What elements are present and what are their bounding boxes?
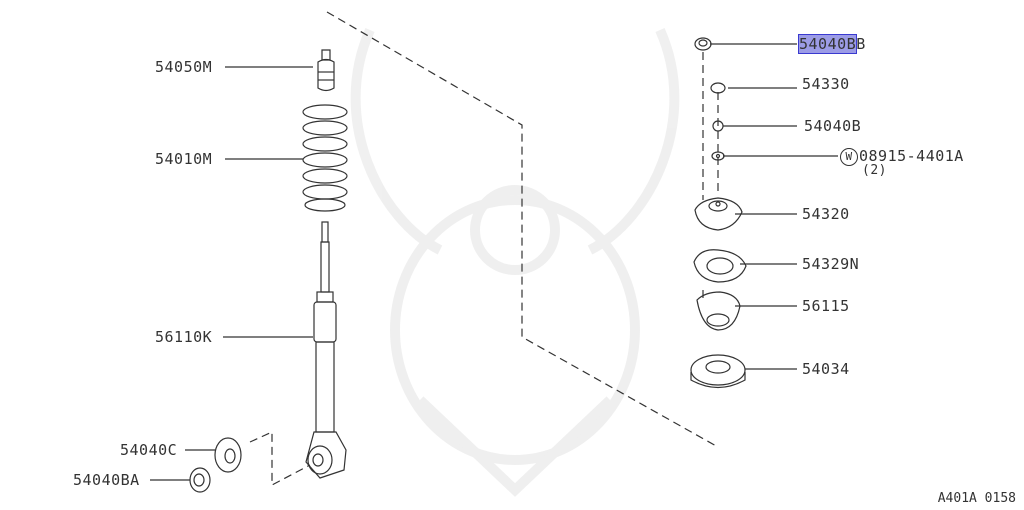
leader-lines — [150, 43, 838, 481]
callout-54040BA[interactable]: 54040BA — [73, 471, 140, 489]
callout-54040BB[interactable]: 54040BB — [797, 34, 866, 54]
diagram-code: A401A 0158 — [937, 491, 1016, 506]
callout-56115[interactable]: 56115 — [802, 297, 850, 315]
callout-54329N[interactable]: 54329N — [802, 255, 860, 273]
mount-54320 — [694, 197, 743, 231]
seat-56115 — [696, 290, 741, 331]
callout-highlight: 54040B — [797, 34, 858, 54]
callout-suffix: B — [856, 35, 866, 53]
callout-54330[interactable]: 54330 — [802, 75, 850, 93]
callout-text: 08915-4401A — [859, 147, 964, 165]
washer-symbol-icon: W — [840, 148, 858, 166]
nut-54040B — [712, 120, 724, 132]
callout-56110K[interactable]: 56110K — [155, 328, 213, 346]
nut-54040BB — [694, 37, 712, 51]
bump-stop-54050M — [317, 49, 335, 92]
cap-54330 — [710, 82, 726, 94]
callout-54010M[interactable]: 54010M — [155, 150, 213, 168]
callout-54320[interactable]: 54320 — [802, 205, 850, 223]
washer-54040C — [214, 437, 242, 473]
watermark-logo — [350, 27, 680, 497]
callout-54040B[interactable]: 54040B — [804, 117, 862, 135]
washer-08915-4401A — [711, 151, 725, 161]
nut-54040BA — [189, 467, 211, 493]
callout-54034[interactable]: 54034 — [802, 360, 850, 378]
callout-quantity: (2) — [862, 163, 887, 178]
callout-54050M[interactable]: 54050M — [155, 58, 213, 76]
insulator-54034 — [690, 354, 746, 389]
gasket-54329N — [693, 249, 747, 283]
assembly-dashed-lines — [249, 11, 719, 486]
shock-absorber-56110K — [305, 221, 347, 479]
coil-spring-54010M — [302, 104, 348, 212]
callout-54040C[interactable]: 54040C — [120, 441, 178, 459]
